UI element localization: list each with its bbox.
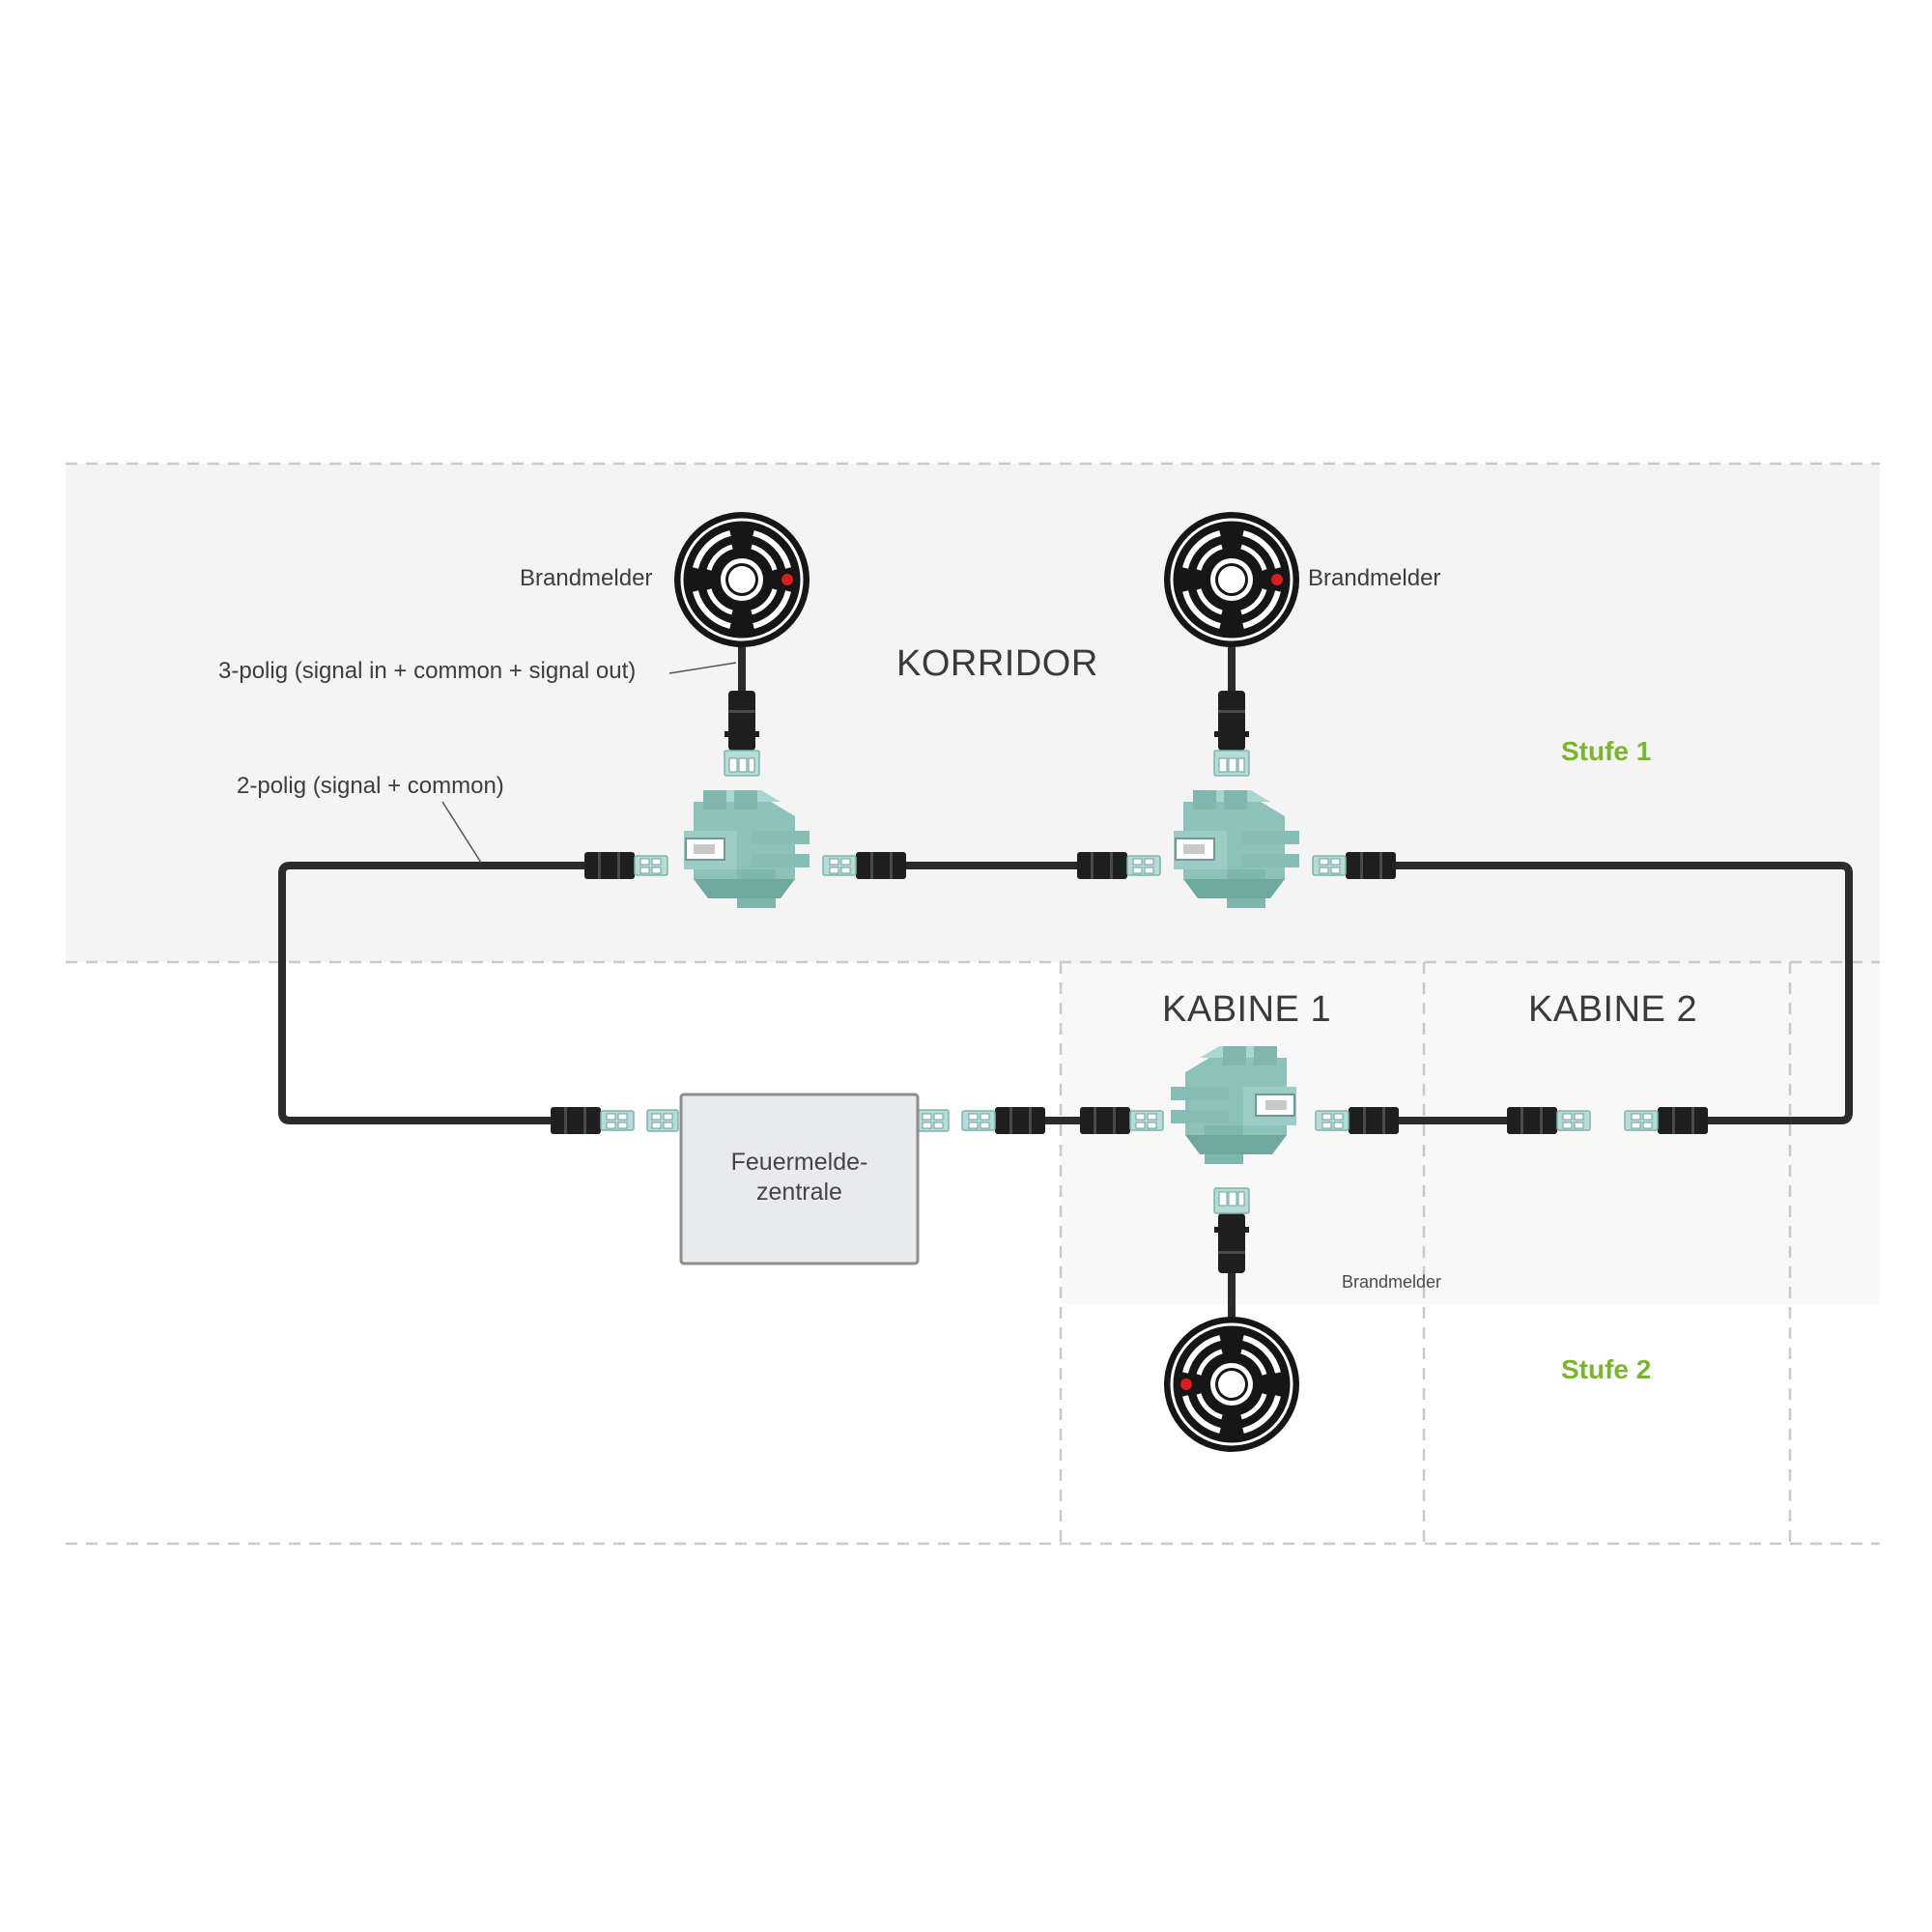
plug-korridor-4 — [1312, 851, 1397, 880]
detector-plug-left — [724, 690, 760, 777]
plug-korridor-3 — [1076, 851, 1161, 880]
plug-kabine1-out — [1315, 1106, 1400, 1135]
fire-alarm-panel — [679, 1093, 920, 1265]
zone-title-kabine1: KABINE 1 — [1162, 989, 1332, 1030]
cable-right-loop — [1381, 862, 1853, 1124]
plug-kabine2-mid — [1506, 1106, 1591, 1135]
pinblock-panel-left — [646, 1109, 679, 1132]
smoke-detector-right-icon — [1164, 512, 1299, 647]
plug-korridor-2 — [822, 851, 907, 880]
indicator-led — [1271, 574, 1283, 585]
panel-label-line2: zentrale — [756, 1179, 842, 1206]
panel-label-line1: Feuermelde- — [730, 1149, 868, 1176]
cable-loop — [278, 862, 589, 1124]
plug-panel-right — [961, 1106, 1046, 1135]
detector-label-left: Brandmelder — [520, 565, 653, 591]
plug-kabine2-right — [1624, 1106, 1709, 1135]
indicator-led — [781, 574, 793, 585]
detector-label-bottom: Brandmelder — [1342, 1272, 1442, 1292]
plug-korridor-1 — [583, 851, 668, 880]
leader-two-pole — [441, 801, 482, 864]
smoke-detector-bottom-icon — [1164, 1317, 1299, 1452]
leader-three-pole — [668, 662, 737, 674]
level-label-stufe1: Stufe 1 — [1561, 736, 1652, 766]
detector-label-right: Brandmelder — [1308, 565, 1441, 591]
detector-plug-right — [1213, 690, 1250, 777]
cable-label-two-pole: 2-polig (signal + common) — [237, 773, 504, 799]
smoke-detector-left-icon — [674, 512, 810, 647]
cable-label-three-pole: 3-polig (signal in + common + signal out… — [218, 658, 637, 684]
plug-panel-left — [550, 1106, 635, 1135]
indicator-led — [1180, 1378, 1192, 1390]
korridor-zone — [66, 464, 1880, 962]
pinblock-panel-right — [917, 1109, 950, 1132]
zone-title-korridor: KORRIDOR — [896, 643, 1098, 684]
level-label-stufe2: Stufe 2 — [1561, 1354, 1652, 1384]
zone-title-kabine2: KABINE 2 — [1528, 989, 1698, 1030]
plug-kabine1-in — [1079, 1106, 1164, 1135]
panel-label: Feuermelde- zentrale — [681, 1148, 918, 1208]
detector-plug-bottom — [1213, 1187, 1250, 1274]
